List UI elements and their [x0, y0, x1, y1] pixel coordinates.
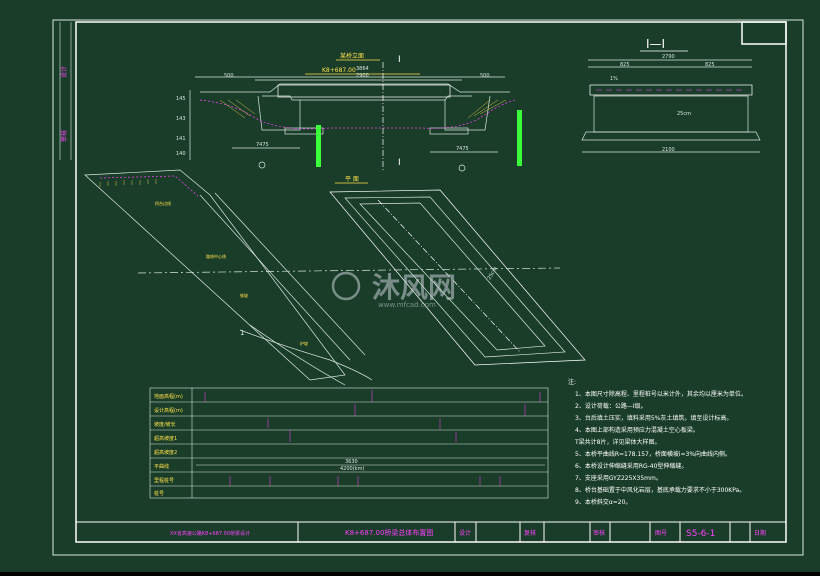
- cut-mark-bottom: I: [398, 158, 401, 168]
- title-checker-label: 复核: [524, 529, 536, 537]
- svg-text:桥台边线: 桥台边线: [155, 200, 171, 206]
- svg-text:25cm: 25cm: [677, 111, 691, 117]
- outer-border: [52, 19, 804, 556]
- svg-text:锥坡: 锥坡: [240, 292, 248, 298]
- profile-center-sub: 4200(km): [340, 466, 364, 472]
- profile-center-label: 3630: [345, 459, 358, 465]
- svg-text:护坡: 护坡: [300, 340, 308, 346]
- watermark-text: 沐风网: [372, 271, 456, 304]
- title-designer-label: 设计: [459, 529, 471, 537]
- subdim-left: 7475: [256, 142, 269, 148]
- svg-text:路线中心线: 路线中心线: [206, 253, 226, 259]
- note-1: 1、本图尺寸除高程、里程桩号以米计外，其余均以厘米为单位。: [575, 390, 747, 398]
- plan-view: 平 面 25cm 1 桥台边线 路线中心线 锥坡 护坡: [84, 169, 586, 386]
- elevation-view: K8+687.00 某桥立面 500 2900 500 3864 I I 145…: [176, 52, 522, 172]
- cut-mark-top: I: [398, 55, 401, 65]
- row-label-0: 地面高程(m): [154, 393, 183, 400]
- inner-frame: [75, 21, 787, 543]
- svg-text:145: 145: [176, 96, 186, 102]
- svg-text:143: 143: [176, 116, 186, 122]
- section-dim-a: 825: [620, 62, 630, 68]
- note-6: 6、本桥设计伸缩缝采用RG-40型伸缩缝。: [575, 462, 687, 470]
- side-stamp-top: 设计: [60, 66, 68, 78]
- subdim-right: 7475: [456, 146, 469, 152]
- section-label: I—I: [646, 37, 665, 51]
- watermark: 沐风网 www.mfcad.com: [331, 271, 456, 309]
- row-label-2: 坡度/坡长: [154, 421, 176, 428]
- note-4b: T梁共计8片，详见梁体大样图。: [574, 438, 660, 446]
- title-drawing-name: K8+687.00桥梁总体布置图: [345, 528, 433, 537]
- note-7: 7、支座采用GYZ225X35mm。: [575, 474, 662, 482]
- title-drawing-no: S5-6-1: [686, 529, 715, 539]
- title-project: XX省高速公路K8+687.00桥梁设计: [170, 530, 250, 537]
- row-label-7: 桩号: [154, 490, 164, 497]
- profile-table: 地面高程(m) 设计高程(m) 坡度/坡长 超高坡度1 超高坡度2 平曲线 里程…: [149, 387, 549, 499]
- note-8: 8、桥台基础置于中风化岩层，基底承载力要求不小于300KPa。: [575, 486, 745, 494]
- row-label-1: 设计高程(m): [154, 407, 183, 414]
- note-5: 5、本桥平曲线R=178.157，桥面横坡i=3%向曲线内侧。: [575, 450, 731, 458]
- svg-text:141: 141: [176, 136, 186, 142]
- corner-box: [741, 21, 787, 45]
- watermark-url: www.mfcad.com: [378, 301, 436, 309]
- pile-left: [316, 125, 321, 167]
- section-dim-bottom: 2100: [662, 147, 675, 153]
- title-date-label: 日期: [754, 529, 766, 537]
- notes-block: 注: 1、本图尺寸除高程、里程桩号以米计外，其余均以厘米为单位。 2、设计荷载：…: [568, 378, 747, 506]
- row-label-5: 平曲线: [154, 463, 169, 470]
- section-view: I—I 2790 825 825 2100 25cm 1%: [581, 37, 761, 153]
- section-dim-top: 2790: [662, 54, 675, 60]
- row-label-3: 超高坡度1: [154, 435, 177, 442]
- dim-total: 3864: [356, 66, 369, 72]
- note-4: 4、本图上部构造采用预应力混凝土空心板梁。: [575, 426, 699, 434]
- title-drawing-no-label: 图号: [655, 530, 667, 537]
- dim-left: 500: [224, 73, 234, 79]
- svg-text:140: 140: [176, 151, 186, 157]
- dim-right: 500: [480, 73, 490, 79]
- title-reviewer-label: 审核: [593, 529, 605, 537]
- plan-title: 平 面: [345, 176, 359, 183]
- side-stamp: 设计 审核: [59, 22, 72, 160]
- note-3: 3、台后填土压实，填料采用5%灰土填筑，填至设计标高。: [575, 414, 732, 422]
- row-label-4: 超高坡度2: [154, 449, 177, 456]
- note-9: 9、本桥斜交α=20。: [575, 498, 631, 506]
- dim-center: 2900: [356, 73, 369, 79]
- notes-heading: 注:: [568, 378, 576, 386]
- row-label-6: 里程桩号: [154, 477, 174, 484]
- station-top: K8+687.00: [322, 67, 356, 74]
- note-2: 2、设计荷载：公路—I级。: [575, 402, 647, 410]
- svg-text:1: 1: [240, 329, 244, 337]
- elevation-title: 某桥立面: [340, 52, 364, 60]
- title-block: XX省高速公路K8+687.00桥梁设计 K8+687.00桥梁总体布置图 设计…: [76, 521, 786, 542]
- svg-text:825: 825: [705, 62, 715, 68]
- pile-right: [517, 110, 522, 166]
- side-stamp-bottom: 审核: [60, 130, 68, 142]
- svg-text:1%: 1%: [610, 76, 618, 82]
